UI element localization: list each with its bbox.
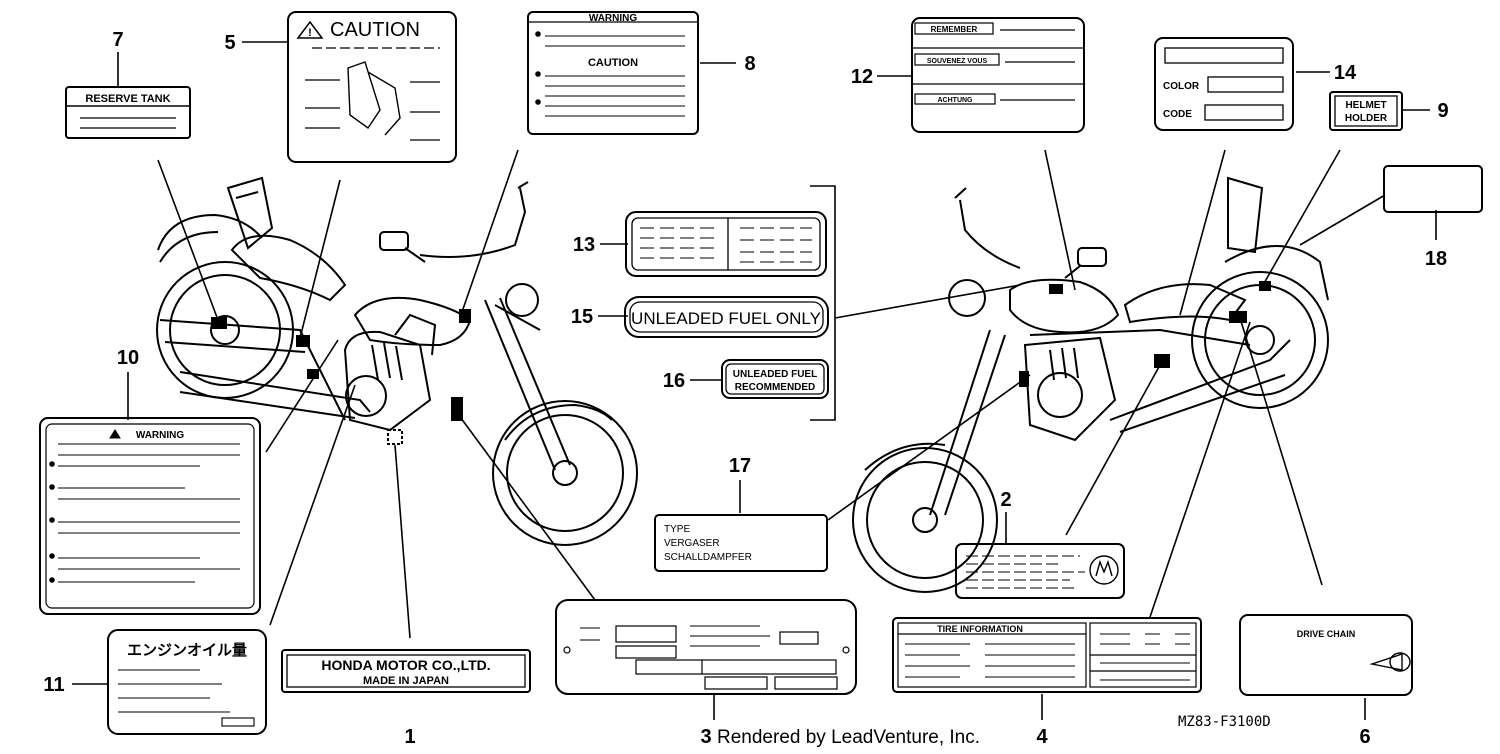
svg-text:REMEMBER: REMEMBER bbox=[931, 25, 978, 34]
svg-text:SOUVENEZ VOUS: SOUVENEZ VOUS bbox=[927, 58, 988, 65]
svg-text:HONDA MOTOR CO.,LTD.: HONDA MOTOR CO.,LTD. bbox=[321, 657, 490, 673]
part-code: MZ83-F3100D bbox=[1178, 714, 1271, 730]
callout-16: 16 bbox=[663, 370, 685, 392]
svg-text:CAUTION: CAUTION bbox=[588, 57, 638, 69]
label-unleaded-recommended: UNLEADED FUEL RECOMMENDED bbox=[721, 359, 829, 399]
label-honda-emblem bbox=[955, 543, 1125, 599]
svg-text:MADE IN JAPAN: MADE IN JAPAN bbox=[363, 675, 449, 687]
callout-11: 11 bbox=[43, 674, 64, 696]
label-engine-oil: エンジンオイル量 bbox=[107, 629, 267, 735]
svg-text:UNLEADED FUEL ONLY: UNLEADED FUEL ONLY bbox=[631, 309, 821, 328]
svg-text:CAUTION: CAUTION bbox=[330, 19, 420, 41]
svg-text:HOLDER: HOLDER bbox=[1345, 113, 1388, 124]
svg-text:DRIVE CHAIN: DRIVE CHAIN bbox=[1297, 629, 1356, 639]
svg-text:UNLEADED FUEL: UNLEADED FUEL bbox=[733, 369, 817, 380]
label-blank-18 bbox=[1383, 165, 1483, 213]
label-caution: ! CAUTION bbox=[287, 11, 457, 163]
label-honda-motor: HONDA MOTOR CO.,LTD. MADE IN JAPAN bbox=[281, 649, 531, 693]
svg-text:HELMET: HELMET bbox=[1345, 100, 1386, 111]
watermark: Rendered by LeadVenture, Inc. bbox=[717, 727, 980, 748]
callout-1: 1 bbox=[404, 726, 415, 748]
motorcycle-left bbox=[156, 176, 638, 546]
callout-3: 3 bbox=[700, 726, 711, 748]
svg-text:COLOR: COLOR bbox=[1163, 81, 1200, 92]
callout-9: 9 bbox=[1437, 100, 1448, 122]
svg-text:!: ! bbox=[308, 27, 312, 39]
label-warning-caution: WARNING CAUTION bbox=[527, 11, 699, 135]
label-remember: REMEMBER SOUVENEZ VOUS ACHTUNG bbox=[911, 17, 1085, 133]
callout-12: 12 bbox=[851, 66, 873, 88]
label-color-code: COLOR CODE bbox=[1154, 37, 1294, 131]
callout-17: 17 bbox=[729, 455, 751, 477]
svg-text:VERGASER: VERGASER bbox=[664, 538, 720, 549]
svg-text:SCHALLDAMPFER: SCHALLDAMPFER bbox=[664, 552, 752, 563]
callout-13: 13 bbox=[573, 234, 595, 256]
svg-text:WARNING: WARNING bbox=[589, 13, 638, 24]
svg-text:CODE: CODE bbox=[1163, 109, 1192, 120]
callout-10: 10 bbox=[117, 347, 139, 369]
label-unleaded-only: UNLEADED FUEL ONLY bbox=[624, 296, 829, 338]
svg-text:RESERVE TANK: RESERVE TANK bbox=[85, 93, 170, 105]
callout-8: 8 bbox=[744, 53, 755, 75]
callout-numbers: 7 5 8 12 14 9 18 13 15 16 10 17 2 11 1 3… bbox=[43, 29, 1448, 748]
svg-text:ACHTUNG: ACHTUNG bbox=[938, 97, 974, 104]
label-vin-plate bbox=[555, 599, 857, 695]
svg-text:RECOMMENDED: RECOMMENDED bbox=[735, 382, 816, 393]
callout-6: 6 bbox=[1359, 726, 1370, 748]
svg-text:TIRE INFORMATION: TIRE INFORMATION bbox=[937, 624, 1023, 634]
leader-lines bbox=[72, 41, 1437, 720]
callout-4: 4 bbox=[1036, 726, 1048, 748]
svg-text:WARNING: WARNING bbox=[136, 430, 185, 441]
callout-2: 2 bbox=[1000, 489, 1011, 511]
motorcycle-right bbox=[852, 176, 1329, 593]
callout-18: 18 bbox=[1425, 248, 1447, 270]
label-fuel-info bbox=[625, 211, 827, 277]
callout-5: 5 bbox=[224, 32, 235, 54]
label-helmet-holder: HELMET HOLDER bbox=[1329, 91, 1403, 131]
label-type: TYPE VERGASER SCHALLDAMPFER bbox=[654, 514, 828, 572]
label-reserve-tank: RESERVE TANK bbox=[65, 86, 191, 139]
label-tire-info: TIRE INFORMATION bbox=[892, 617, 1202, 693]
svg-text:エンジンオイル量: エンジンオイル量 bbox=[127, 642, 247, 659]
callout-7: 7 bbox=[112, 29, 123, 51]
svg-text:TYPE: TYPE bbox=[664, 524, 690, 535]
callout-14: 14 bbox=[1334, 62, 1357, 84]
label-drive-chain: DRIVE CHAIN bbox=[1239, 614, 1413, 696]
callout-15: 15 bbox=[571, 306, 593, 328]
label-warning-large: WARNING bbox=[39, 417, 261, 615]
